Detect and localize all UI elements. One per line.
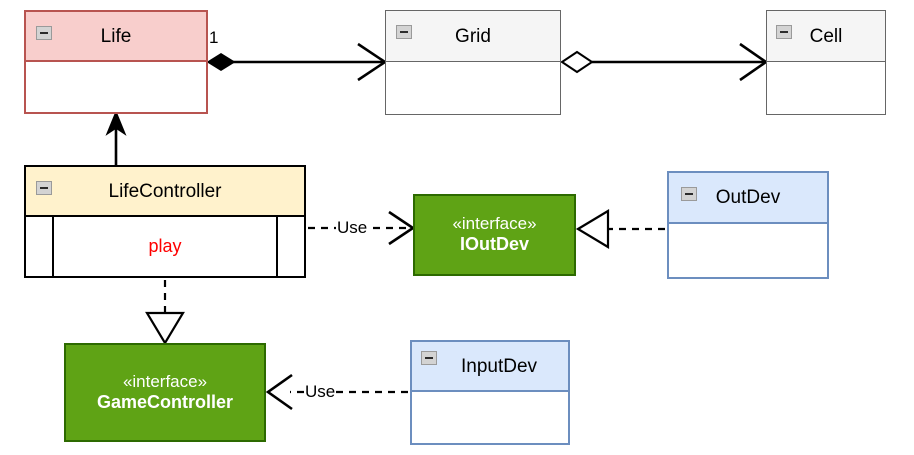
operation-name-cell: play [54,217,276,276]
class-box-inputdev[interactable]: InputDev [410,340,570,445]
class-compartment-cell [767,62,885,114]
class-header-cell: Cell [767,11,885,62]
open-arrow-icon [357,42,388,82]
class-name-outdev: OutDev [715,187,781,208]
operation-visibility-cell [26,217,54,276]
hollow-triangle-icon [145,311,185,346]
interface-stereotype-ioutdev: «interface» [452,214,537,234]
interface-stereotype-gamecontroller: «interface» [122,371,208,391]
class-compartment-operations: play [26,217,304,276]
multiplicity-label-life: 1 [209,28,219,47]
class-box-life[interactable]: Life [24,10,208,114]
class-header-outdev: OutDev [669,173,827,224]
interface-name-gamecontroller: GameController [96,391,234,412]
class-compartment-grid [386,62,560,114]
open-arrow-icon [739,42,769,82]
class-compartment-inputdev [412,392,568,443]
interface-box-ioutdev[interactable]: «interface» IOutDev [413,194,576,276]
interface-box-gamecontroller[interactable]: «interface» GameController [64,343,266,442]
operation-play: play [148,236,182,256]
class-box-outdev[interactable]: OutDev [667,171,829,279]
edge-life-grid [206,42,388,82]
edge-lifecontroller-life [105,110,127,165]
class-name-life-controller: LifeController [108,180,222,202]
edge-outdev-ioutdev [575,209,665,249]
minimize-icon[interactable] [681,187,697,201]
filled-arrow-icon [105,110,127,136]
class-box-life-controller[interactable]: LifeController play [24,165,306,278]
minimize-icon[interactable] [36,181,52,195]
minimize-icon[interactable] [396,25,412,39]
operation-trailing-cell [276,217,304,276]
class-header-inputdev: InputDev [412,342,568,392]
open-arrow-icon [265,373,293,411]
class-name-cell: Cell [809,25,843,47]
minimize-icon[interactable] [421,351,437,365]
edge-grid-cell [560,42,769,82]
class-name-life: Life [100,25,132,47]
hollow-diamond-icon [560,50,594,74]
class-box-cell[interactable]: Cell [766,10,886,115]
edge-label-use-out: Use [336,218,369,237]
class-compartment-outdev [669,224,827,277]
edge-label-use-in: Use [304,382,337,401]
class-header-grid: Grid [386,11,560,62]
interface-name-ioutdev: IOutDev [459,234,529,255]
class-compartment-life [26,62,206,112]
class-name-inputdev: InputDev [460,355,538,377]
hollow-triangle-icon [575,209,610,249]
class-header-life: Life [26,12,206,62]
class-header-life-controller: LifeController [26,167,304,217]
minimize-icon[interactable] [36,26,52,40]
filled-diamond-icon [206,53,236,71]
edge-lifecontroller-gamecontroller [145,280,185,346]
edge-inputdev-gamecontroller [265,373,408,411]
class-box-grid[interactable]: Grid [385,10,561,115]
minimize-icon[interactable] [776,25,792,39]
open-arrow-icon [388,210,416,246]
class-name-grid: Grid [455,25,491,47]
